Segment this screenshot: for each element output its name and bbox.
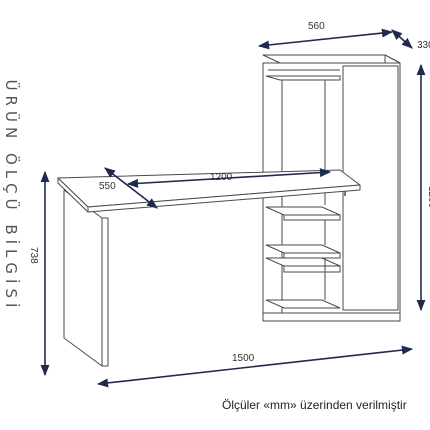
shelf-top (265, 75, 341, 81)
dim-arrow-overall-width (96, 345, 414, 388)
shelf-bottom (265, 299, 341, 309)
label-desk-depth: 550 (99, 181, 116, 192)
dim-arrow-desk-length (126, 168, 332, 188)
label-desk-length: 1200 (210, 172, 233, 183)
bookcase-shelves (265, 69, 341, 313)
units-footnote: Ölçüler «mm» üzerinden verilmiştir (222, 398, 407, 412)
dimension-lines (40, 28, 426, 388)
label-cabinet-height: 1290 (426, 186, 430, 209)
bookcase-top (262, 54, 401, 64)
label-cabinet-width: 560 (308, 21, 325, 32)
label-overall-width: 1500 (232, 353, 255, 364)
page-title: ÜRÜN ÖLÇÜ BİLGİSİ (2, 79, 20, 313)
bookcase-plinth (262, 312, 401, 322)
label-desk-height: 738 (28, 247, 39, 264)
dim-arrow-cabinet-depth (391, 29, 413, 49)
desk-left-panel-edge (101, 217, 109, 367)
label-cabinet-depth: 330 (417, 40, 430, 51)
dim-arrow-desk-depth (104, 167, 158, 209)
desk-left-panel (63, 189, 103, 367)
dim-arrow-cabinet-width (257, 28, 394, 50)
